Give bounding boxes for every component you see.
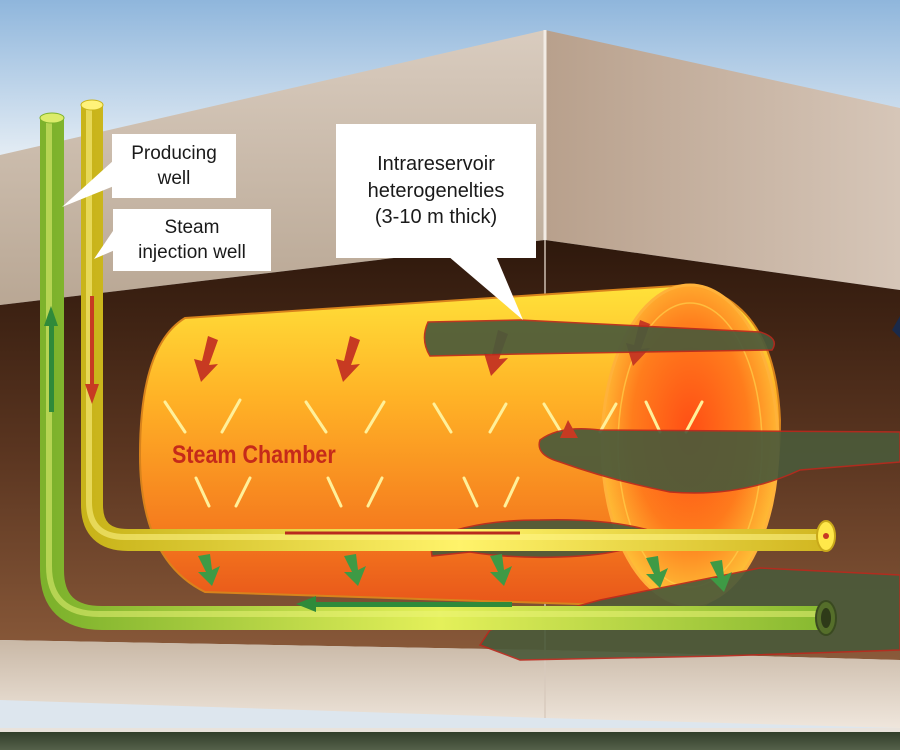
heterogeneity-label-line1: Intrareservoir xyxy=(377,153,495,176)
rock-floor xyxy=(0,640,900,728)
up-arrow-icon xyxy=(44,306,58,412)
producing-well-pointer xyxy=(62,160,114,207)
steam-well-pointer xyxy=(94,228,115,259)
producing-well-label-line2: well xyxy=(157,168,191,189)
heterogeneity-callout: Intrareservoir heterogenelties (3-10 m t… xyxy=(336,124,536,258)
flow-arrow-icon xyxy=(198,554,732,592)
producing-well-label-line1: Producing xyxy=(131,142,217,164)
flow-arrow-icon xyxy=(296,596,512,612)
steam-injection-well-callout: Steam injection well xyxy=(113,209,271,271)
producing-well-callout: Producing well xyxy=(112,134,236,198)
upward-flow-lines xyxy=(163,398,704,508)
down-arrow-icon xyxy=(85,296,99,404)
steam-chamber-label: Steam Chamber xyxy=(172,441,336,469)
ground-strip xyxy=(0,730,900,750)
heterogeneity-label-line2: heterogenelties xyxy=(367,179,505,202)
rock-top-right xyxy=(545,30,900,290)
heterogeneity-label-line3: (3-10 m thick) xyxy=(374,206,498,229)
heterogeneity-pointer xyxy=(448,256,523,320)
steam-well-label-line2: injection well xyxy=(138,242,246,263)
steam-well-label-line1: Steam xyxy=(164,216,220,238)
